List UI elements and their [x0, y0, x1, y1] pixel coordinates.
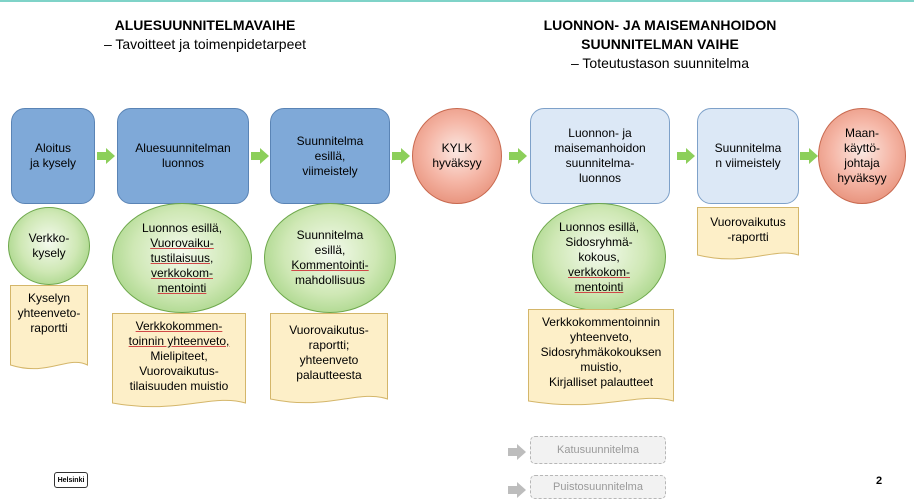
doc-text-line: raportti;	[308, 338, 350, 352]
arrow-right-icon	[97, 148, 115, 164]
step-plan-final: Suunnitelma n viimeistely	[697, 108, 799, 204]
step-label-line: Aluesuunnitelman	[135, 141, 231, 155]
doc-text-line: raportti	[30, 321, 68, 335]
street-plan-box: Katusuunnitelma	[530, 436, 666, 464]
step-label-line: johtaja	[844, 156, 880, 170]
document-shape-icon	[697, 207, 799, 260]
ellipse-text-line: mentointi	[574, 279, 624, 294]
left-phase-subtitle: – Tavoitteet ja toimenpidetarpeet	[103, 36, 307, 52]
ellipse-text-line: Luonnos esillä,	[141, 220, 223, 235]
doc-text-line: Vuorovaikutus-	[289, 323, 369, 337]
page-number: 2	[876, 475, 883, 487]
right-phase-subtitle: – Toteutustason suunnitelma	[571, 55, 749, 71]
ellipse-text-line: verkkokom-	[150, 265, 213, 280]
arrow-right-icon	[677, 148, 695, 164]
ellipse-text-line: kokous,	[578, 249, 620, 264]
ellipse-text-line: kysely	[32, 246, 66, 260]
step-label-line: luonnos	[161, 156, 205, 170]
step-label-line: hyväksyy	[837, 171, 887, 185]
step-plan-finalizing: Suunnitelma esillä, viimeistely	[270, 108, 390, 204]
step-landscape-plan-draft: Luonnon- ja maisemanhoidon suunnitelma- …	[530, 108, 670, 204]
doc-text-line: Vuorovaikutus-	[139, 364, 219, 378]
left-phase-title: ALUESUUNNITELMAVAIHE	[114, 17, 296, 33]
doc-text-line: Vuorovaikutus	[710, 215, 786, 229]
doc-text-line: toinnin yhteenveto,	[128, 334, 230, 348]
logo-text: Helsinki	[57, 476, 85, 484]
top-accent-line	[0, 0, 914, 2]
step-area-plan-draft: Aluesuunnitelman luonnos	[117, 108, 249, 204]
arrow-right-icon	[508, 444, 526, 460]
doc-survey-summary-report: Kyselyn yhteenveto- raportti	[10, 285, 88, 373]
doc-text-line: yhteenveto	[299, 353, 359, 367]
helsinki-logo: Helsinki	[54, 472, 88, 488]
step-label-line: Suunnitelma	[714, 141, 782, 155]
step-label-line: Maan-	[844, 126, 879, 140]
step-label-line: Aloitus	[34, 141, 71, 155]
doc-text-line: Verkkokommentoinnin	[541, 315, 661, 329]
ellipse-text-line: mahdollisuus	[294, 273, 366, 287]
doc-commenting-summary: Verkkokommen- toinnin yhteenveto, Mielip…	[112, 313, 246, 411]
doc-text-line: tilaisuuden muistio	[129, 379, 229, 393]
ellipse-online-survey: Verkko- kysely	[8, 207, 90, 285]
doc-text-line: Mielipiteet,	[150, 349, 208, 363]
step-label-line: ja kysely	[29, 156, 76, 170]
step-label-line: viimeistely	[302, 163, 358, 178]
park-plan-box: Puistosuunnitelma	[530, 475, 666, 499]
doc-interaction-report: Vuorovaikutus- raportti; yhteenveto pala…	[270, 313, 388, 407]
step-label-line: käyttö-	[843, 141, 880, 155]
document-shape-icon	[270, 313, 388, 404]
doc-text-line: Kyselyn	[27, 291, 71, 305]
ellipse-text-line: esillä,	[314, 243, 346, 257]
arrow-right-icon	[509, 148, 527, 164]
ellipse-text-line: Suunnitelma	[296, 228, 364, 242]
doc-text-line: Verkkokommen-	[135, 319, 223, 333]
ellipse-text-line: mentointi	[157, 280, 207, 295]
step-label-line: n viimeistely	[715, 156, 781, 170]
doc-stakeholder-summary: Verkkokommentoinnin yhteenveto, Sidosryh…	[528, 309, 674, 409]
step-label-line: luonnos	[578, 171, 622, 185]
step-label-line: hyväksyy	[432, 156, 482, 170]
document-shape-icon	[112, 313, 246, 408]
doc-text-line: -raportti	[727, 230, 769, 244]
ellipse-stakeholder-meeting: Luonnos esillä, Sidosryhmä- kokous, verk…	[532, 203, 666, 311]
ellipse-text-line: verkkokom-	[567, 264, 630, 279]
arrow-right-icon	[392, 148, 410, 164]
ellipse-text-line: Vuorovaiku-	[150, 235, 214, 250]
right-phase-title-2: SUUNNITELMAN VAIHE	[581, 36, 739, 52]
right-phase-title-1: LUONNON- JA MAISEMANHOIDON	[543, 17, 777, 33]
step-label-line: esillä,	[314, 148, 346, 163]
ellipse-text-line: Verkko-	[28, 231, 70, 245]
step-label-line: KYLK	[441, 141, 473, 155]
left-phase-header: ALUESUUNNITELMAVAIHE – Tavoitteet ja toi…	[40, 16, 370, 54]
doc-text-line: yhteenveto,	[569, 330, 633, 344]
park-plan-label: Puistosuunnitelma	[553, 481, 643, 493]
ellipse-draft-interaction: Luonnos esillä, Vuorovaiku- tustilaisuus…	[112, 203, 252, 313]
step-label-line: maisemanhoidon	[554, 141, 646, 155]
doc-text-line: Sidosryhmäkokouksen	[540, 345, 662, 359]
doc-interaction-report-final: Vuorovaikutus -raportti	[697, 207, 799, 263]
arrow-right-icon	[800, 148, 818, 164]
document-shape-icon	[528, 309, 674, 406]
ellipse-text-line: Luonnos esillä,	[558, 219, 640, 234]
ellipse-plan-commenting: Suunnitelma esillä, Kommentointi- mahdol…	[264, 203, 396, 313]
doc-text-line: Kirjalliset palautteet	[548, 375, 654, 389]
doc-text-line: muistio,	[580, 360, 622, 374]
step-label-line: Suunnitelma	[296, 133, 364, 148]
arrow-right-icon	[251, 148, 269, 164]
right-phase-header: LUONNON- JA MAISEMANHOIDON SUUNNITELMAN …	[480, 16, 840, 73]
step-start-and-survey: Aloitus ja kysely	[11, 108, 95, 204]
step-label-line: Luonnon- ja	[568, 126, 632, 140]
document-shape-icon	[10, 285, 88, 370]
step-land-use-director-approval: Maan- käyttö- johtaja hyväksyy	[818, 108, 906, 204]
doc-text-line: palautteesta	[296, 368, 362, 382]
step-label-line: suunnitelma-	[565, 156, 635, 170]
step-kylk-approval: KYLK hyväksyy	[412, 108, 502, 204]
arrow-right-icon	[508, 482, 526, 498]
doc-text-line: yhteenveto-	[17, 306, 81, 320]
ellipse-text-line: Sidosryhmä-	[565, 234, 633, 249]
street-plan-label: Katusuunnitelma	[557, 444, 639, 456]
ellipse-text-line: tustilaisuus,	[150, 250, 214, 265]
ellipse-text-line: Kommentointi-	[291, 258, 369, 272]
